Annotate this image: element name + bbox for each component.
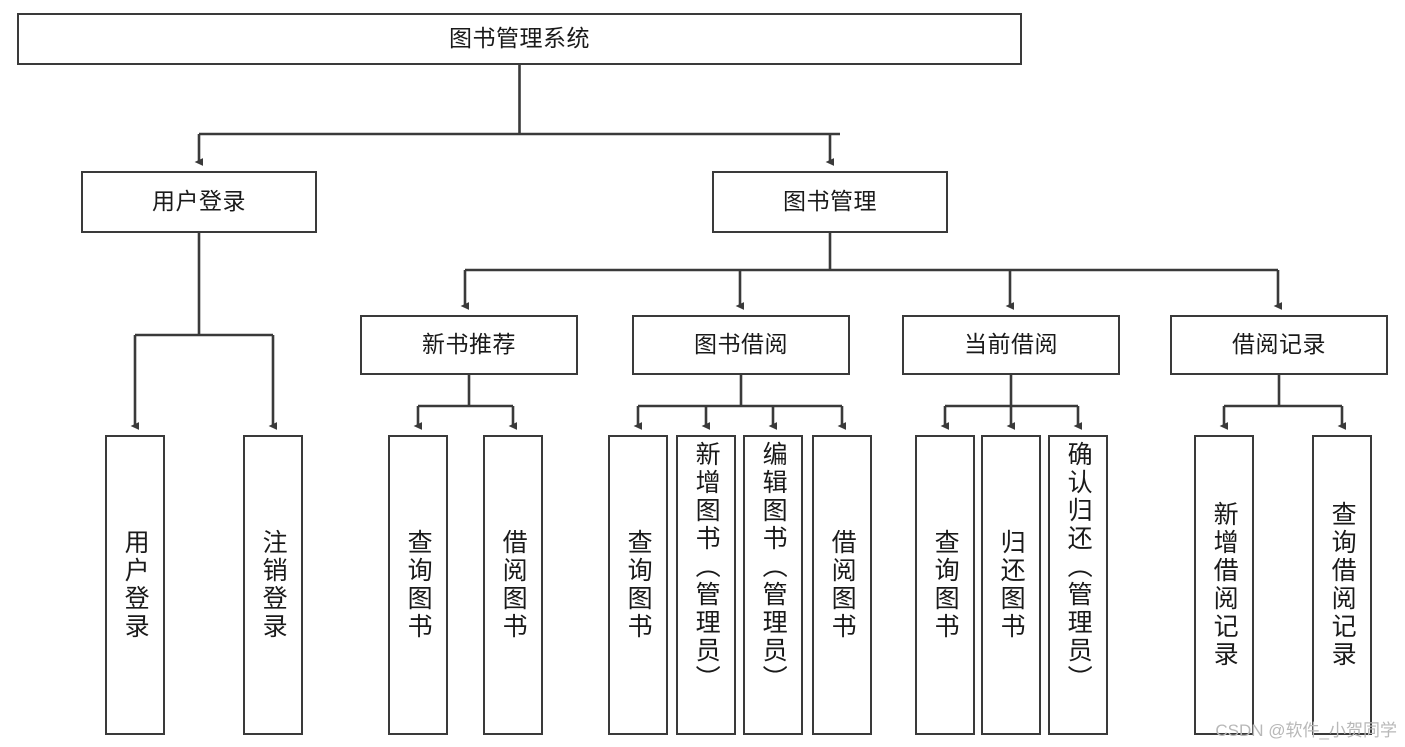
node-user-login-label: 用户登录 — [152, 188, 246, 215]
node-leaf-add-book[interactable]: 新增图书（管理员） — [676, 435, 736, 735]
node-leaf-return-book[interactable]: 归还图书 — [981, 435, 1041, 735]
node-leaf-query-record-label: 查询借阅记录 — [1328, 501, 1357, 669]
node-user-login[interactable]: 用户登录 — [81, 171, 317, 233]
node-leaf-user-logout-label: 注销登录 — [259, 529, 288, 641]
node-leaf-borrow-book-1[interactable]: 借阅图书 — [483, 435, 543, 735]
node-new-book-recommend[interactable]: 新书推荐 — [360, 315, 578, 375]
node-leaf-return-book-label: 归还图书 — [997, 529, 1026, 641]
node-current-borrow[interactable]: 当前借阅 — [902, 315, 1120, 375]
node-leaf-add-record[interactable]: 新增借阅记录 — [1194, 435, 1254, 735]
node-leaf-user-login[interactable]: 用户登录 — [105, 435, 165, 735]
node-leaf-query-book-2[interactable]: 查询图书 — [608, 435, 668, 735]
node-root-label: 图书管理系统 — [449, 25, 590, 52]
node-leaf-query-record[interactable]: 查询借阅记录 — [1312, 435, 1372, 735]
node-leaf-confirm-return[interactable]: 确认归还（管理员） — [1048, 435, 1108, 735]
node-leaf-add-record-label: 新增借阅记录 — [1210, 501, 1239, 669]
node-leaf-borrow-book-2-label: 借阅图书 — [828, 529, 857, 641]
node-leaf-query-book-1-label: 查询图书 — [404, 529, 433, 641]
node-borrow-record-label: 借阅记录 — [1232, 331, 1326, 358]
node-leaf-query-book-1[interactable]: 查询图书 — [388, 435, 448, 735]
node-leaf-edit-book[interactable]: 编辑图书（管理员） — [743, 435, 803, 735]
node-leaf-confirm-return-label: 确认归还（管理员） — [1064, 441, 1093, 693]
node-book-management-label: 图书管理 — [783, 188, 877, 215]
node-current-borrow-label: 当前借阅 — [964, 331, 1058, 358]
node-book-management[interactable]: 图书管理 — [712, 171, 948, 233]
node-leaf-borrow-book-2[interactable]: 借阅图书 — [812, 435, 872, 735]
node-book-borrow-label: 图书借阅 — [694, 331, 788, 358]
node-book-borrow[interactable]: 图书借阅 — [632, 315, 850, 375]
node-leaf-user-login-label: 用户登录 — [121, 529, 150, 641]
node-leaf-borrow-book-1-label: 借阅图书 — [499, 529, 528, 641]
node-borrow-record[interactable]: 借阅记录 — [1170, 315, 1388, 375]
node-leaf-add-book-label: 新增图书（管理员） — [692, 441, 721, 693]
watermark-text: CSDN @软件_小贺同学 — [1215, 721, 1397, 740]
node-new-book-recommend-label: 新书推荐 — [422, 331, 516, 358]
node-leaf-query-book-3-label: 查询图书 — [931, 529, 960, 641]
node-root-book-management-system[interactable]: 图书管理系统 — [17, 13, 1022, 65]
node-leaf-query-book-2-label: 查询图书 — [624, 529, 653, 641]
node-leaf-user-logout[interactable]: 注销登录 — [243, 435, 303, 735]
node-leaf-edit-book-label: 编辑图书（管理员） — [759, 441, 788, 693]
node-leaf-query-book-3[interactable]: 查询图书 — [915, 435, 975, 735]
